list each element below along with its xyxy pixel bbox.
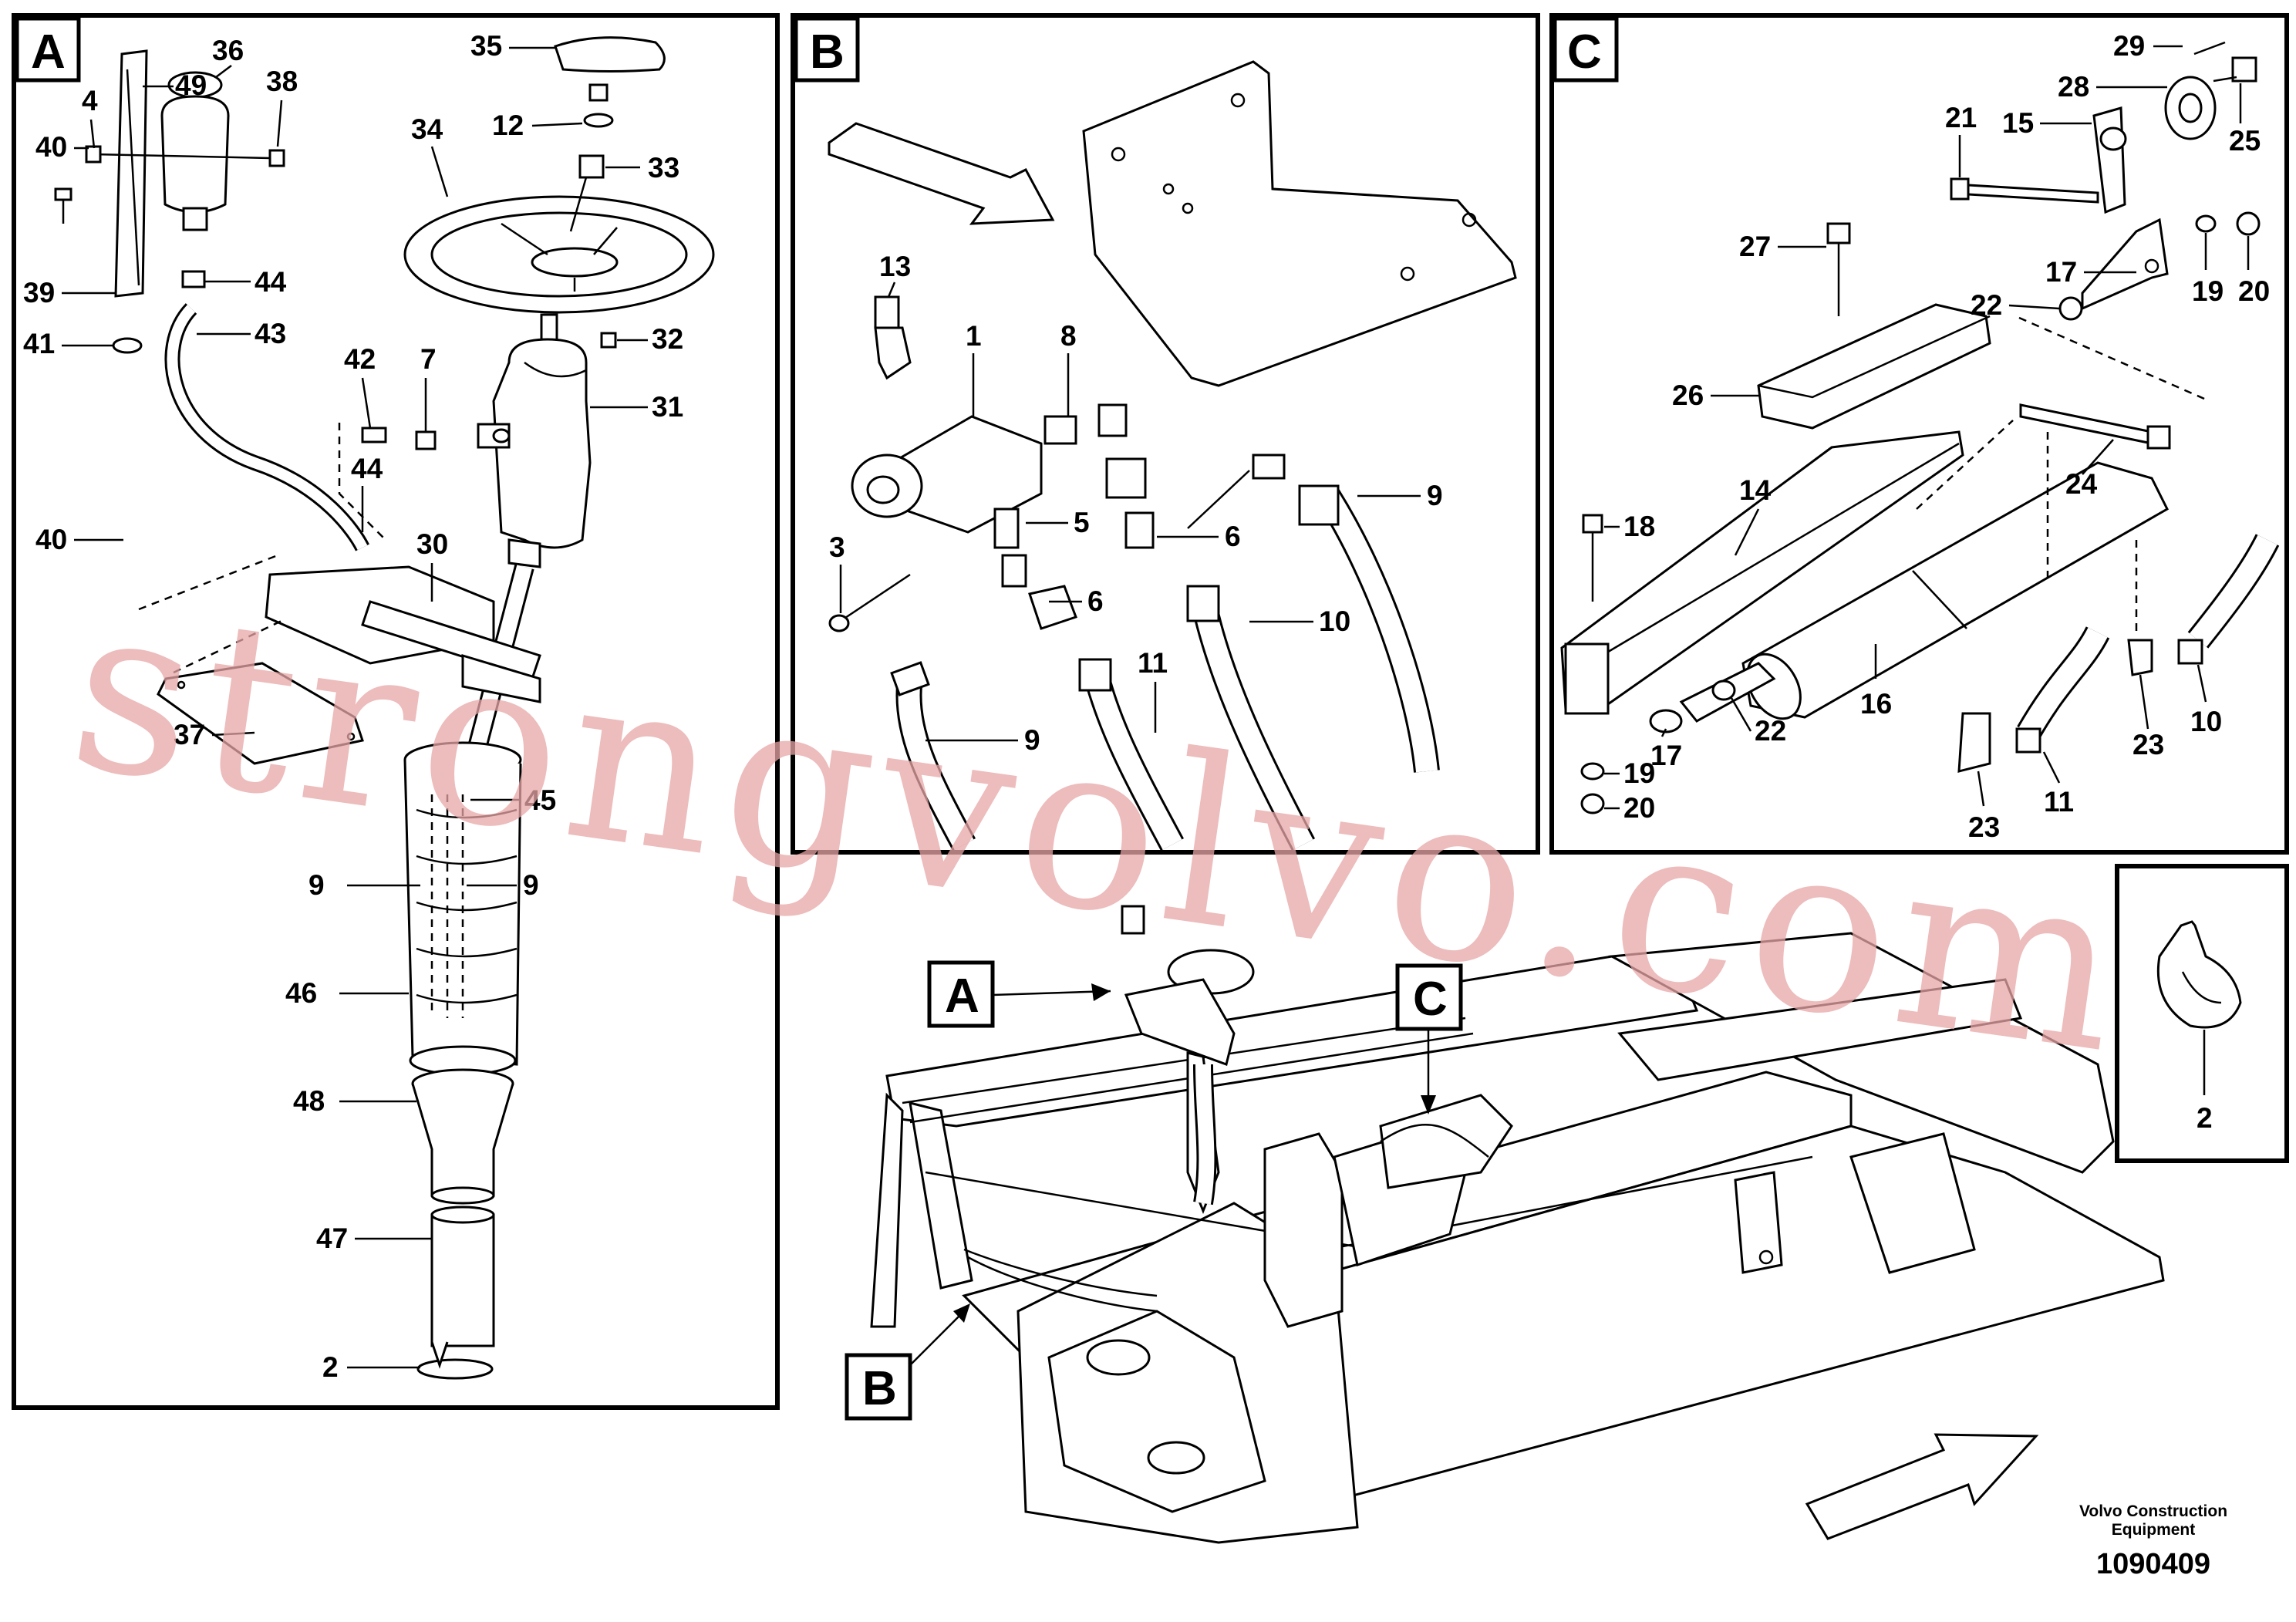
part-label: 41 [23,328,55,359]
chassis-overview [870,905,2165,1544]
part-label: 43 [255,318,286,349]
part-label: 9 [308,869,325,901]
part-label: 17 [1650,740,1682,771]
part-label: 11 [2044,786,2074,818]
panel-a-labels: 35 36 38 4 49 40 12 33 34 39 44 41 43 [23,30,683,1383]
panel-b-labels: 13 1 8 3 5 6 6 9 11 10 9 [829,251,1443,756]
part-label: 23 [1968,811,2000,843]
part-label: 42 [344,343,376,375]
part-label: 44 [351,453,383,484]
clip-detail-label: 2 [2197,1102,2213,1134]
panel-a-tag-box [15,16,81,83]
part-label: 45 [524,784,556,816]
part-label: 13 [879,251,911,282]
brand-line-1: Volvo Construction [2079,1502,2227,1520]
panel-b: B [791,13,1540,855]
direction-arrow [1805,1433,2039,1540]
part-label: 6 [1087,585,1104,617]
part-label: 48 [293,1085,325,1117]
part-label: 1 [966,320,982,352]
clip-detail-frame [2115,864,2289,1163]
part-label: 36 [212,35,244,66]
part-label: 11 [1138,647,1168,679]
callout-b: B [845,1303,970,1421]
part-label: 10 [1319,605,1350,637]
panel-b-drawing [828,60,1517,851]
part-label: 29 [2113,30,2145,62]
part-label: 7 [420,343,437,375]
footer-branding: Volvo Construction Equipment 1090409 [2079,1502,2227,1580]
part-label: 27 [1739,231,1771,262]
part-label: 33 [648,152,679,184]
panel-c-frame [1549,13,2289,855]
part-label: 38 [266,66,298,97]
part-label: 22 [1755,715,1786,747]
part-label: 34 [411,113,443,145]
part-label: 4 [82,85,98,116]
part-label: 35 [470,30,502,62]
part-label: 44 [255,266,287,298]
part-label: 6 [1225,521,1241,552]
part-label: 49 [175,69,207,101]
part-label: 32 [652,323,683,355]
part-label: 9 [523,869,539,901]
part-label: 14 [1739,474,1772,506]
part-label: 21 [1945,102,1977,133]
part-label: 40 [35,131,67,163]
panel-b-frame [791,13,1540,855]
part-label: 19 [1623,757,1655,789]
part-label: 3 [829,531,845,563]
panel-b-tag: B [810,25,845,79]
panel-c-tag-box [1553,16,1619,83]
panel-a-frame [12,13,780,1410]
part-label: 5 [1074,507,1090,538]
svg-text:A: A [945,969,979,1023]
part-label: 17 [2045,256,2077,288]
panel-c: C [1549,13,2289,855]
part-label: 9 [1024,724,1040,756]
panel-c-tag: C [1567,25,1602,79]
part-label: 39 [23,277,55,309]
part-label: 37 [174,719,205,750]
drawing-number: 1090409 [2096,1548,2210,1580]
part-label: 18 [1623,511,1655,542]
panel-c-labels: 29 28 15 25 21 27 17 19 20 22 26 14 18 [1604,30,2270,843]
part-label: 16 [1860,688,1892,720]
part-label: 19 [2192,275,2224,307]
svg-text:C: C [1413,973,1448,1026]
part-label: 2 [322,1351,339,1383]
svg-text:B: B [862,1362,897,1415]
part-label: 46 [285,977,317,1009]
part-label: 22 [1971,289,2002,321]
panel-b-tag-box [794,16,860,83]
brand-line-2: Equipment [2112,1521,2196,1539]
callout-c: C [1395,963,1463,1114]
part-label: 23 [2132,729,2164,760]
panel-c-drawing [1560,41,2280,814]
part-label: 10 [2190,706,2222,737]
panel-a-drawing [54,36,715,1380]
part-label: 8 [1060,320,1077,352]
part-label: 26 [1672,379,1704,411]
part-label: 9 [1427,480,1443,511]
part-label: 31 [652,391,683,423]
part-label: 28 [2058,71,2089,103]
part-label: 20 [2238,275,2270,307]
panel-a-tag: A [31,25,66,79]
part-label: 47 [316,1222,348,1254]
panel-a: A [12,13,780,1410]
part-label: 30 [416,528,448,560]
clip-detail: 2 [2115,864,2289,1163]
part-label: 24 [2065,468,2098,500]
part-label: 20 [1623,792,1655,824]
part-label: 15 [2002,107,2034,139]
callout-a: A [927,960,1111,1028]
part-label: 40 [35,524,67,555]
part-label: 12 [492,110,524,141]
part-label: 25 [2229,125,2261,157]
